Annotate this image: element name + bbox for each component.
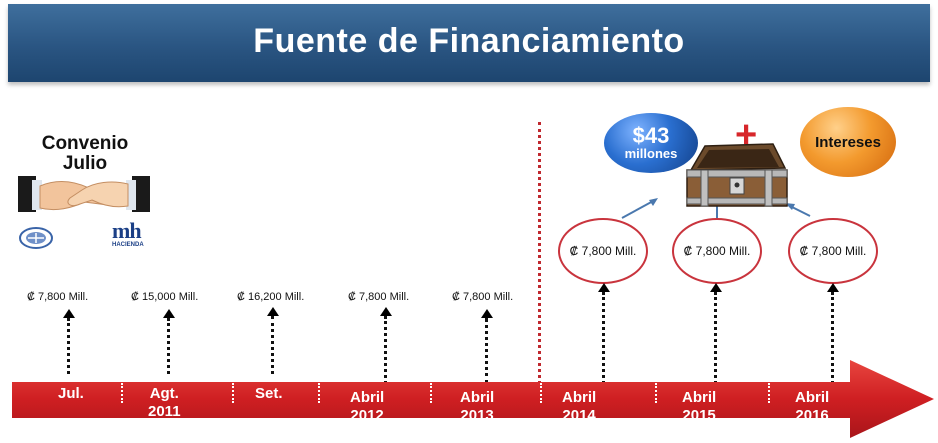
pointer-line [714,292,717,384]
pointer-arrowhead [481,309,493,318]
timeline-separator [430,383,432,403]
amount-label: ₡ 7,800 Mill. [452,291,514,303]
amount-label: ₡ 15,000 Mill. [131,291,199,303]
pointer-arrowhead [267,307,279,316]
convenio-line1: Convenio [41,133,129,154]
fund-ball: $43 millones [604,113,698,173]
hacienda-logo: mh HACIENDA [112,218,160,252]
convenio-label: Convenio Julio [20,134,150,174]
period-label: Agt. 2011 [148,385,181,421]
pointer-line [67,318,70,374]
timeline-separator [318,383,320,403]
university-seal-icon [19,227,53,249]
plus-sign: + [735,114,758,156]
period-month: Abril [682,389,717,406]
convenio-line2: Julio [62,153,108,174]
pointer-arrowhead [380,307,392,316]
fund-ball-amount: $43 [632,123,670,148]
period-year: 2014 [562,407,596,424]
amount-label: ₡ 16,200 Mill. [237,291,305,303]
fund-ball-unit: millones [624,146,678,161]
period-label: Abril 2016 [795,389,829,425]
future-amount-label: ₡ 7,800 Mill. [799,244,867,258]
future-amount-circle: ₡ 7,800 Mill. [558,218,648,284]
pointer-arrowhead [827,283,839,292]
today-divider [538,122,541,384]
timeline-separator [768,383,770,403]
pointer-arrowhead [598,283,610,292]
future-amount-label: ₡ 7,800 Mill. [569,244,637,258]
treasure-chest-icon [686,143,788,207]
amount-label: ₡ 7,800 Mill. [348,291,410,303]
period-month: Agt. [149,385,179,402]
future-amount-label: ₡ 7,800 Mill. [683,244,751,258]
period-year: 2016 [795,407,829,424]
period-label: Jul. [58,385,84,403]
pointer-line [384,316,387,384]
pointer-arrowhead [710,283,722,292]
period-year: 2011 [148,403,181,420]
period-month: Abril [350,389,385,406]
pointer-line [831,292,834,384]
period-year: 2015 [682,407,716,424]
period-label: Abril 2015 [682,389,716,425]
period-month: Abril [795,389,830,406]
timeline-separator [655,383,657,403]
period-month: Jul. [58,385,84,402]
pointer-line [271,316,274,374]
page-title: Fuente de Financiamiento [253,22,685,60]
pointer-line [167,318,170,374]
pointer-line [602,292,605,384]
period-month: Set. [255,385,283,402]
timeline-separator [121,383,123,403]
timeline-separator [232,383,234,403]
interest-ball: Intereses [800,107,896,177]
hacienda-logo-mark: mh [112,218,142,243]
period-label: Abril 2014 [562,389,596,425]
amount-label: ₡ 7,800 Mill. [27,291,89,303]
pointer-line [485,318,488,384]
period-label: Abril 2013 [460,389,494,425]
period-month: Abril [562,389,597,406]
period-label: Set. [255,385,283,403]
title-banner: Fuente de Financiamiento [8,4,930,82]
interest-ball-label: Intereses [815,133,881,151]
period-label: Abril 2012 [350,389,384,425]
period-year: 2012 [350,407,384,424]
pointer-arrowhead [163,309,175,318]
handshake-icon [18,176,150,212]
pointer-arrowhead [63,309,75,318]
hacienda-logo-text: HACIENDA [112,242,144,248]
period-month: Abril [460,389,495,406]
timeline-separator [540,383,542,403]
period-year: 2013 [460,407,494,424]
timeline-arrow [12,360,934,438]
